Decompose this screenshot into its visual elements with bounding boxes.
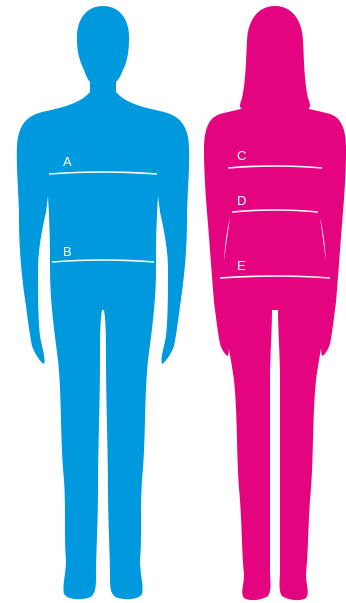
male-figure: A B — [17, 6, 189, 599]
male-torso — [17, 92, 189, 599]
female-body — [204, 100, 346, 600]
female-figure: C D E — [204, 6, 346, 600]
male-head — [77, 6, 129, 96]
label-d: D — [237, 193, 246, 208]
label-b: B — [63, 244, 72, 259]
label-e: E — [237, 258, 246, 273]
female-head — [240, 6, 310, 110]
label-c: C — [237, 148, 246, 163]
label-a: A — [63, 154, 72, 169]
